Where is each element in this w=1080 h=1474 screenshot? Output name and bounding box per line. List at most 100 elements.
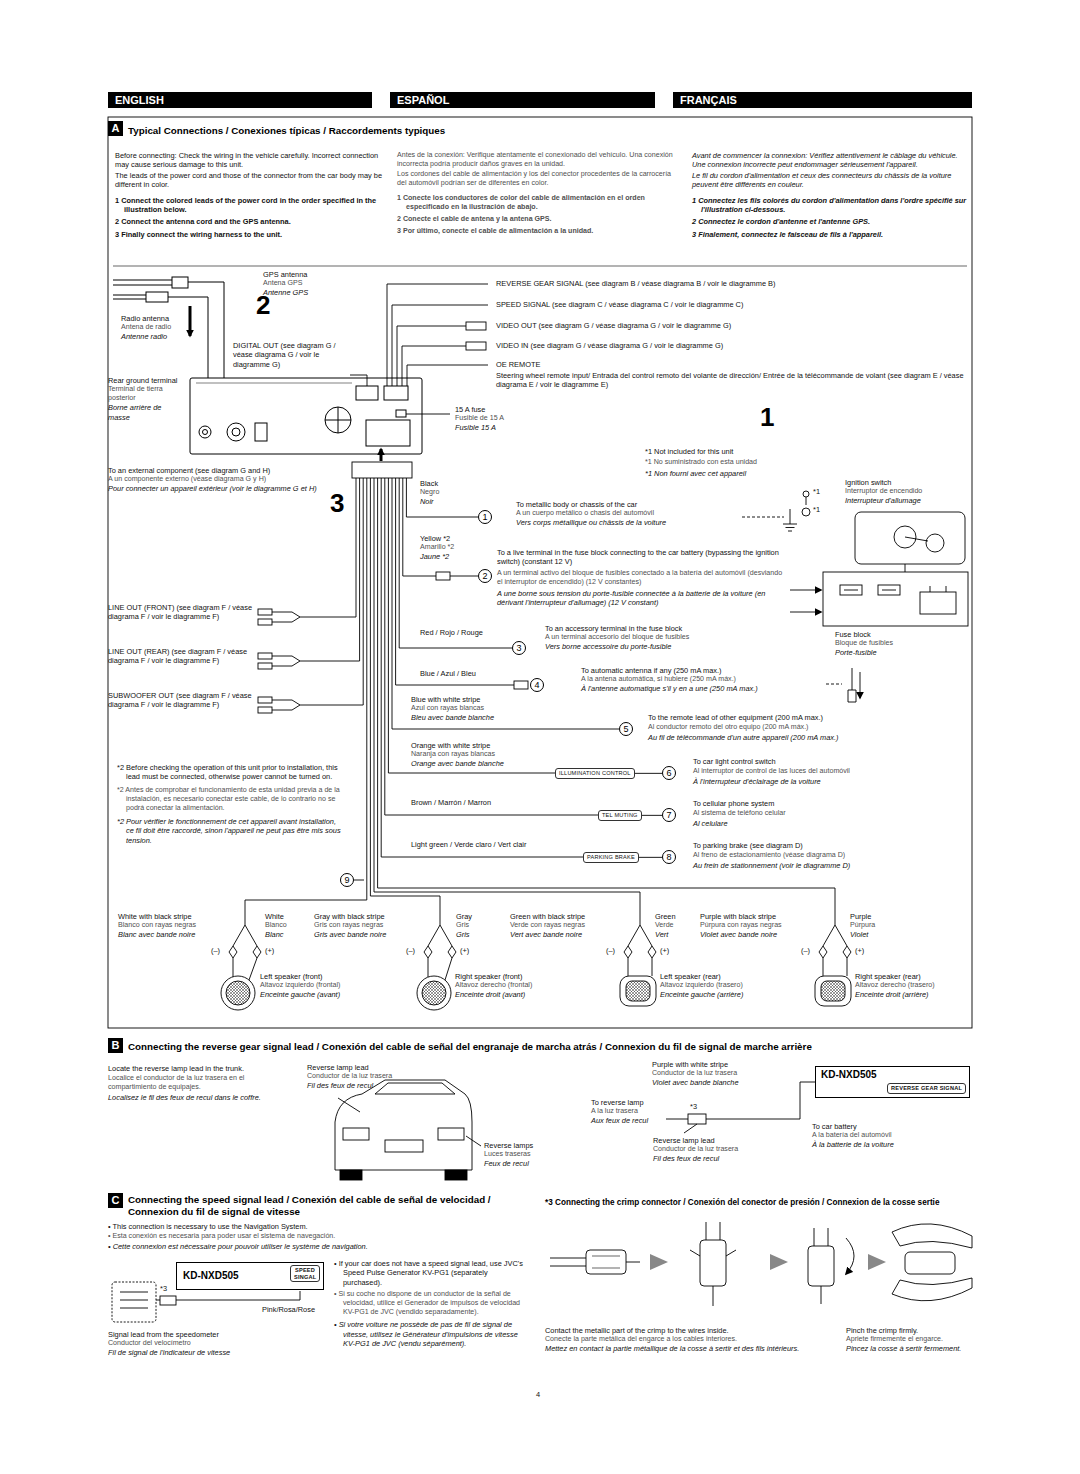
section-title: Connecting the reverse gear signal lead …: [128, 1041, 973, 1053]
power-connections: [905, 564, 906, 572]
power-connections: [803, 491, 809, 497]
callout-number: 6: [662, 766, 676, 780]
car-rear: [385, 1140, 423, 1152]
english-label: Light green / Verde claro / Vert clair: [411, 840, 571, 849]
english-label: Black: [420, 479, 480, 488]
speaker-leads: [428, 925, 452, 946]
section-letter: C: [108, 1193, 123, 1208]
antenna-cables: [113, 277, 224, 378]
speaker-leads: [620, 976, 656, 1006]
french-label: Pour connecter un appareil extérieur (vo…: [108, 484, 333, 493]
english-label: (–): [606, 946, 622, 955]
english-label: Left speaker (front): [260, 972, 380, 981]
spanish-label: Luces traseras: [484, 1150, 564, 1159]
node-text: 9: [341, 874, 353, 886]
english-label: Brown / Marrón / Marron: [411, 798, 531, 807]
english-label: *3: [690, 1102, 704, 1111]
speed-wiring: [160, 1296, 176, 1305]
power-connections: [802, 508, 810, 516]
crimp-steps: [814, 1228, 828, 1304]
head-unit: [190, 378, 422, 454]
crimp-steps: [892, 1278, 972, 1301]
power-connections: [806, 497, 807, 505]
english-label: (+): [660, 946, 676, 955]
french-label: Gris: [456, 930, 501, 939]
english-label: To an external component (see diagram G …: [108, 466, 333, 475]
spanish-label: Fusible de 15 A: [455, 414, 525, 423]
english-label: The leads of the power cord and those of…: [115, 171, 383, 190]
rca-plugs: [258, 697, 272, 703]
english-label: To the remote lead of other equipment (2…: [648, 713, 918, 722]
english-label: Purple with black stripe: [700, 912, 818, 921]
power-connections: [848, 668, 856, 702]
head-unit: [199, 426, 211, 438]
english-label: Pinch the crimp firmly.: [846, 1326, 974, 1335]
wiring-harness: [300, 478, 360, 661]
english-label: • If your car does not have a speed sign…: [334, 1259, 524, 1287]
english-label: GPS antenna: [263, 270, 353, 279]
spanish-label: A la batería del automóvil: [812, 1131, 942, 1140]
car-rear: [335, 1080, 481, 1180]
spanish-label: Al freno de estacionamiento (véase diagr…: [693, 851, 963, 860]
spanish-label: Antena de radio: [121, 323, 201, 332]
speed-wiring: [176, 1291, 300, 1300]
english-label: (+): [460, 946, 476, 955]
english-label: Locate the reverse lamp lead in the trun…: [108, 1064, 278, 1073]
crimp-steps: [690, 1250, 736, 1256]
wiring-harness: [380, 449, 383, 461]
head-unit: [325, 407, 351, 433]
crimp-steps: [550, 1222, 972, 1306]
english-label: Purple with white stripe: [652, 1060, 792, 1069]
signal-wires: [466, 342, 486, 350]
english-label: White with black stripe: [118, 912, 236, 921]
node-text: 2: [479, 570, 491, 582]
reverse-wiring: [684, 1124, 697, 1133]
french-label: Enceinte droit (arrière): [855, 990, 967, 999]
wiring-harness: [352, 462, 412, 478]
english-label: Contact the metallic part of the crimp t…: [545, 1326, 835, 1335]
step-number: 1: [760, 404, 782, 430]
step-number: 2: [256, 292, 278, 318]
crimp-steps: [808, 1246, 834, 1286]
english-label: (–): [801, 946, 817, 955]
callout-number: 1: [478, 510, 492, 524]
english-label: 15 A fuse: [455, 405, 525, 414]
spanish-label: • Si su coche no dispone de un conductor…: [334, 1290, 524, 1317]
spanish-label: A un cuerpo metálico o chasis del automó…: [516, 509, 736, 518]
french-label: 1 Connectez les fils colorés du cordon d…: [692, 196, 970, 215]
english-label: *1: [813, 487, 827, 496]
power-connections: [823, 572, 968, 626]
wiring-harness: [381, 478, 583, 857]
english-label: REVERSE GEAR SIGNAL (see diagram B / véa…: [496, 279, 971, 288]
node-text: ENGLISH: [115, 94, 365, 106]
node-text: 7: [663, 809, 675, 821]
node-text: 8: [663, 851, 675, 863]
node-text: SPEED SINGAL: [294, 1267, 316, 1280]
signal-tag: SPEED SINGAL: [290, 1265, 320, 1282]
spanish-label: Púrpura con rayas negras: [700, 921, 818, 930]
speed-wiring: [156, 1300, 160, 1301]
spanish-label: Gris: [456, 921, 501, 930]
head-unit: [356, 386, 378, 400]
french-label: Enceinte droit (avant): [455, 990, 575, 999]
wiring-harness: [396, 478, 514, 685]
language-tab: ESPAÑOL: [390, 92, 655, 108]
power-connections: [790, 590, 821, 591]
antenna-cables: [168, 297, 208, 378]
power-connections: [860, 672, 861, 698]
callout-number: 3: [512, 641, 526, 655]
spanish-label: Conductor de la luz trasera: [653, 1145, 773, 1154]
head-unit: [325, 407, 351, 433]
signal-tag: REVERSE GEAR SIGNAL: [887, 1083, 966, 1094]
rca-plugs: [258, 653, 272, 659]
french-label: • Si votre voiture ne possède de pas de …: [334, 1320, 524, 1348]
car-rear: [338, 1098, 360, 1112]
signal-wires: [406, 414, 450, 415]
power-connections: [926, 534, 944, 552]
section-title: Connecting the speed signal lead / Conex…: [128, 1194, 523, 1219]
rca-plugs: [272, 612, 300, 622]
english-label: To reverse lamp: [591, 1098, 661, 1107]
spanish-label: Conductor de la luz trasera: [307, 1072, 407, 1081]
spanish-label: Al sistema de teléfono celular: [693, 809, 963, 818]
